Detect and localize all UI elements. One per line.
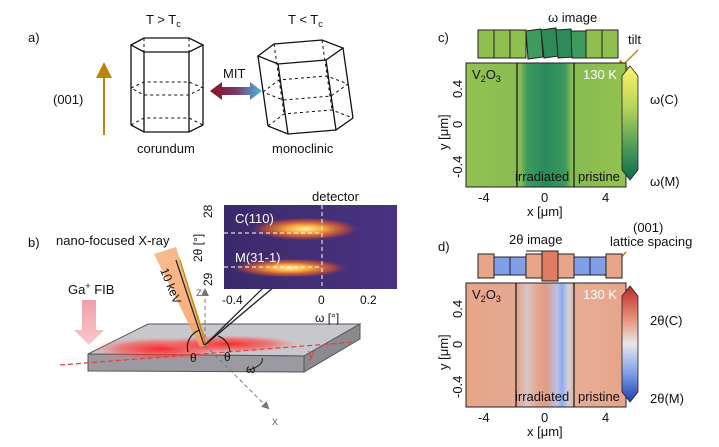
fib-label: Ga+ FIB bbox=[68, 281, 114, 297]
cbar-d-top: 2θ(C) bbox=[650, 313, 683, 328]
monoclinic-label: monoclinic bbox=[272, 141, 334, 156]
twotheta-image-title: 2θ image bbox=[509, 232, 562, 247]
axis-x-label: x bbox=[272, 414, 278, 428]
colorbar-d bbox=[621, 285, 639, 403]
omega-map bbox=[465, 62, 627, 188]
monoclinic-temp-label: T < Tc bbox=[288, 12, 323, 29]
det-ylabel: 2θ [°] bbox=[191, 234, 205, 262]
omega-strip bbox=[477, 27, 619, 60]
c-ylabel: y [μm] bbox=[436, 114, 451, 150]
c-axis-label: (001) bbox=[53, 92, 83, 107]
c-xtick-m4: -4 bbox=[478, 190, 490, 205]
axis-z-label: z bbox=[196, 285, 202, 299]
c-ytick-0: 0 bbox=[450, 121, 465, 128]
panel-c-label: c) bbox=[438, 30, 449, 45]
fib-arrow bbox=[74, 300, 104, 345]
cbar-c-bottom: ω(M) bbox=[650, 174, 680, 189]
mit-label: MIT bbox=[223, 66, 245, 81]
filament-glow-right bbox=[160, 335, 300, 353]
filament-label: filament bbox=[122, 372, 168, 387]
theta-2: θ bbox=[224, 350, 231, 364]
detector-title: detector bbox=[312, 189, 360, 204]
theta-arc-2 bbox=[217, 335, 231, 353]
panel-d: d) 2θ image (001) lattice spacing V2O3 1… bbox=[436, 220, 692, 439]
lattice-title-2: lattice spacing bbox=[610, 234, 692, 249]
panel-b: b) nano-focused X-ray y filament V2O3 fi… bbox=[28, 189, 397, 428]
monoclinic-prism bbox=[256, 39, 354, 135]
d-ytick-04: 0.4 bbox=[450, 300, 465, 318]
y-axis-line bbox=[59, 341, 356, 366]
corundum-label: corundum bbox=[137, 141, 195, 156]
panel-b-label: b) bbox=[28, 235, 40, 250]
d-xtick-4: 4 bbox=[602, 410, 609, 425]
irradiated-label-c: irradiated bbox=[515, 169, 569, 184]
panel-a-label: a) bbox=[28, 30, 40, 45]
beam-centerline-2 bbox=[179, 259, 207, 346]
theta-1: θ bbox=[190, 351, 197, 365]
det-xtick-02: 0.2 bbox=[360, 293, 377, 307]
c-xlabel: x [μm] bbox=[527, 204, 563, 219]
twotheta-map bbox=[465, 282, 627, 408]
corundum-temp-label: T > Tc bbox=[146, 12, 181, 29]
panel-d-label: d) bbox=[438, 239, 450, 254]
beam-label: nano-focused X-ray bbox=[56, 233, 170, 248]
c-ytick-04: 0.4 bbox=[450, 80, 465, 98]
temperature-d: 130 K bbox=[583, 287, 617, 302]
x-axis bbox=[204, 344, 270, 410]
tilt-label: tilt bbox=[628, 32, 641, 47]
cbar-c-top: ω(C) bbox=[650, 92, 678, 107]
d-ytick-m04: -0.4 bbox=[450, 376, 465, 398]
panel-a: a) T > Tc T < Tc bbox=[28, 12, 354, 156]
material-label-c: V2O3 bbox=[472, 67, 501, 84]
det-xlabel: ω [°] bbox=[315, 311, 339, 325]
pristine-label-d: pristine bbox=[578, 389, 620, 404]
axis-y-label: y bbox=[308, 346, 315, 361]
det-xtick-0: 0 bbox=[318, 293, 325, 307]
det-peak-c: C(110) bbox=[235, 211, 274, 226]
c-xtick-4: 4 bbox=[602, 190, 609, 205]
det-xtick-m04: -0.4 bbox=[222, 293, 243, 307]
det-ytick-28: 28 bbox=[201, 204, 215, 218]
c-ytick-m04: -0.4 bbox=[450, 156, 465, 178]
det-peak-m: M(31-1) bbox=[235, 250, 281, 265]
d-ylabel: y [μm] bbox=[436, 334, 451, 370]
corundum-prism bbox=[129, 37, 205, 133]
det-ytick-29: 29 bbox=[201, 272, 215, 286]
colorbar-c bbox=[621, 65, 639, 181]
omega-image-title: ω image bbox=[548, 10, 597, 25]
xray-beam bbox=[154, 247, 208, 347]
film-label: V2O3 film bbox=[146, 388, 203, 403]
omega-arc bbox=[247, 357, 263, 371]
theta-arc-1 bbox=[186, 329, 201, 353]
c-xtick-0: 0 bbox=[541, 190, 548, 205]
panel-c: c) ω image tilt V2O3 130 K irradiated pr… bbox=[436, 10, 680, 219]
d-xtick-0: 0 bbox=[541, 410, 548, 425]
d-xlabel: x [μm] bbox=[527, 424, 563, 439]
lattice-title-1: (001) bbox=[633, 220, 663, 235]
pristine-label-c: pristine bbox=[578, 169, 620, 184]
twotheta-strip bbox=[477, 250, 623, 282]
material-label-d: V2O3 bbox=[472, 287, 501, 304]
irradiated-label-d: irradiated bbox=[515, 389, 569, 404]
d-ytick-0: 0 bbox=[450, 341, 465, 348]
d-xtick-m4: -4 bbox=[478, 410, 490, 425]
temperature-c: 130 K bbox=[583, 67, 617, 82]
detector-image bbox=[224, 205, 397, 289]
cbar-d-bottom: 2θ(M) bbox=[650, 391, 684, 406]
omega-label: ω bbox=[246, 362, 255, 376]
mit-arrow bbox=[210, 82, 262, 100]
